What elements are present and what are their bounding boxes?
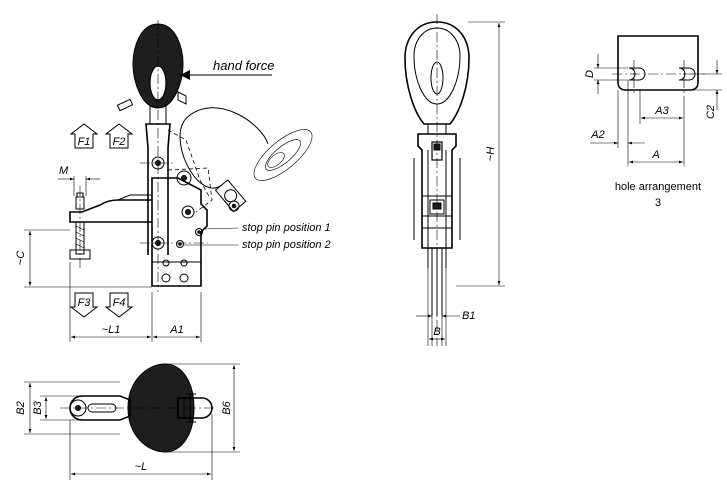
open-position-handle xyxy=(179,107,269,213)
open-position-link xyxy=(167,129,213,213)
dim-B2: B2 xyxy=(15,401,27,414)
hole-arrangement-number: 3 xyxy=(655,197,661,209)
hand-force-label: hand force xyxy=(213,58,274,73)
svg-text:F1: F1 xyxy=(78,136,91,148)
pivot-right xyxy=(181,205,195,219)
dim-D: D xyxy=(584,70,596,78)
stop-pin-1 xyxy=(195,228,203,236)
dim-B: B xyxy=(433,326,440,338)
slot-right xyxy=(678,67,696,81)
dim-M: M xyxy=(59,165,69,177)
top-view: B2 B3 B6 ~L xyxy=(15,363,240,480)
svg-text:F2: F2 xyxy=(113,136,126,148)
dim-B3: B3 xyxy=(32,400,44,414)
dim-A2: A2 xyxy=(590,129,604,141)
hole-arrangement-view: D C2 A3 A2 A hole arrangement 3 xyxy=(584,35,722,209)
dim-H: ~H xyxy=(485,147,497,161)
base-plate xyxy=(151,177,208,287)
top-arm xyxy=(69,395,131,421)
svg-text:F4: F4 xyxy=(113,297,126,309)
dim-B1: B1 xyxy=(462,310,475,322)
stop-pin-1-label: stop pin position 1 xyxy=(242,222,331,234)
force-arrow-f3: F3 xyxy=(69,292,99,318)
dim-A1: A1 xyxy=(169,324,183,336)
force-arrow-f4: F4 xyxy=(104,292,134,318)
force-arrow-f1: F1 xyxy=(69,123,99,149)
dim-A3: A3 xyxy=(654,105,669,117)
dim-A: A xyxy=(651,149,659,161)
svg-text:F3: F3 xyxy=(78,297,92,309)
dim-C2: C2 xyxy=(705,105,717,119)
hole-plate xyxy=(617,35,699,91)
stop-pin-2-label: stop pin position 2 xyxy=(242,239,331,251)
front-body xyxy=(417,133,457,249)
dim-C: ~C xyxy=(15,251,27,265)
force-arrow-f2: F2 xyxy=(104,123,134,149)
hole-arrangement-label: hole arrangement xyxy=(615,181,701,193)
dim-L1: ~L1 xyxy=(102,324,121,336)
stop-pin-2 xyxy=(176,240,184,248)
dim-B6: B6 xyxy=(221,400,233,414)
slot-left xyxy=(628,67,646,81)
front-view: ~H B1 B xyxy=(404,14,505,346)
dim-L: ~L xyxy=(135,461,148,473)
clamping-arm xyxy=(69,199,152,223)
side-view: hand force F1 F2 F3 F4 M ~C xyxy=(15,20,331,342)
